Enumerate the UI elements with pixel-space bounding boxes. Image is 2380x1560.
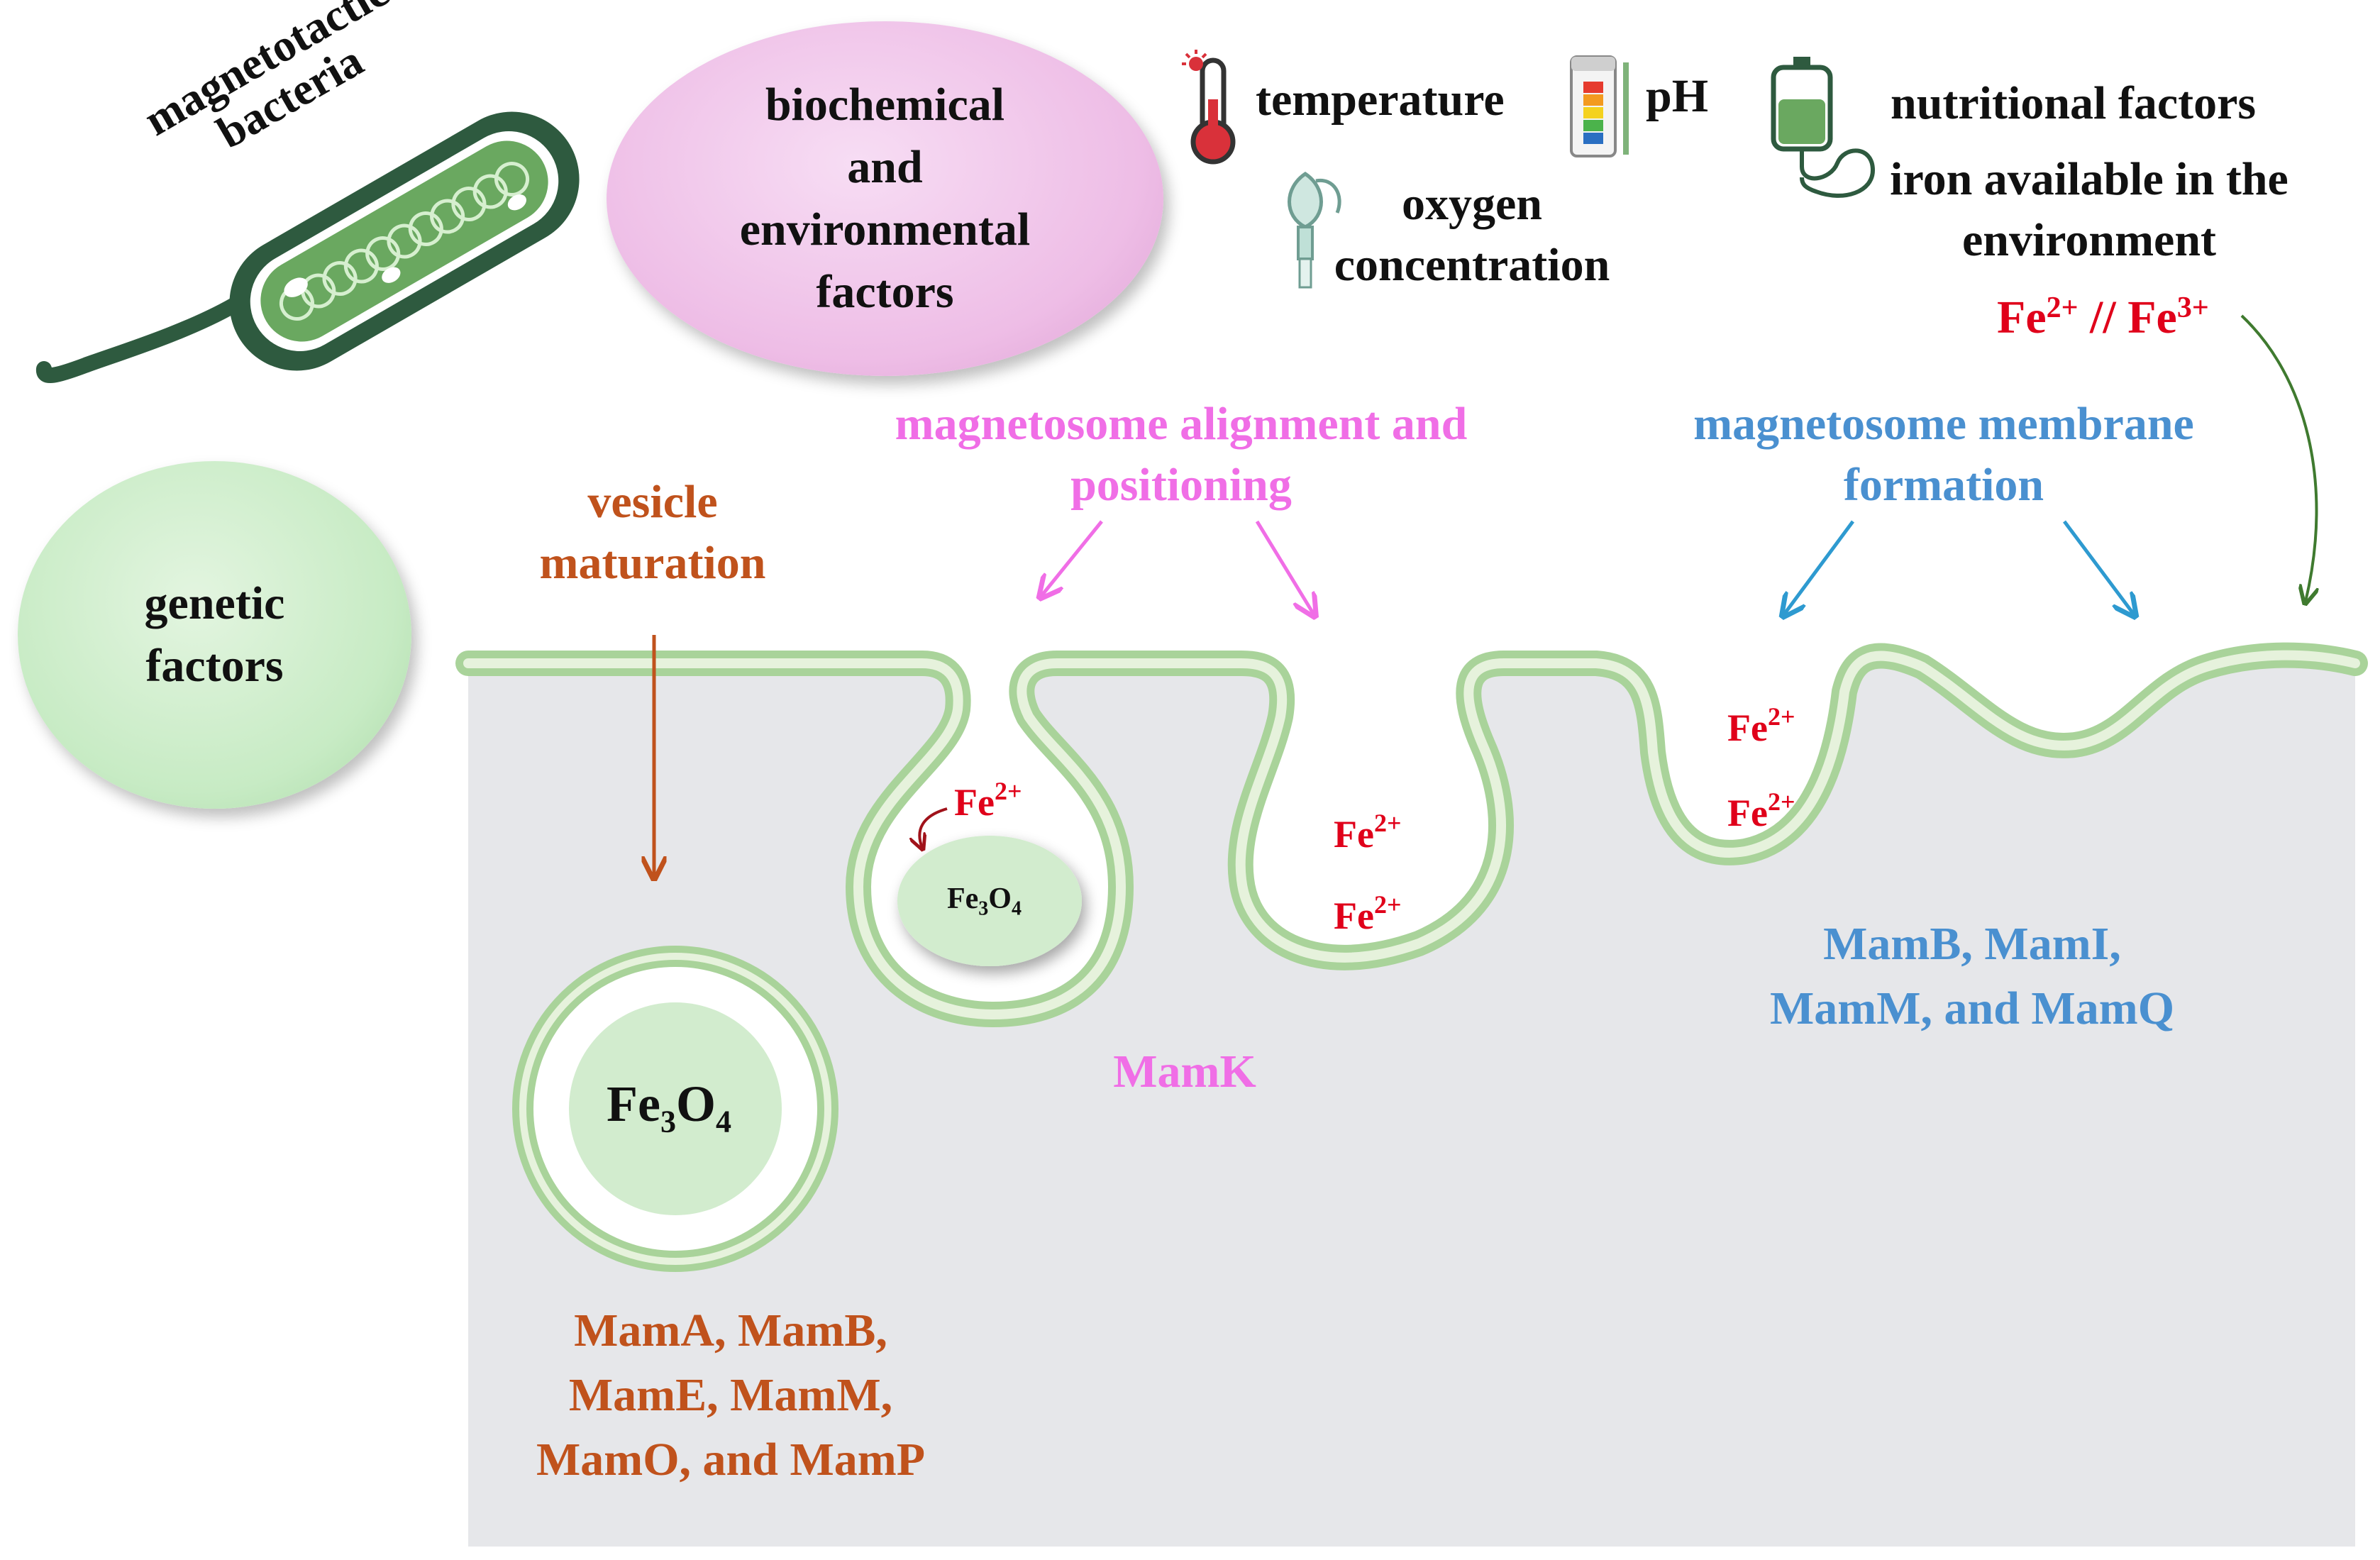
genetic-factors-label: genetic factors <box>144 577 285 692</box>
mature-vesicle-membrane-inner <box>519 953 831 1265</box>
iron-available-label: iron available in the environment <box>1890 153 2288 266</box>
temperature-label: temperature <box>1256 74 1505 126</box>
fe-ion-pit-1a: Fe2+ <box>1334 809 1402 856</box>
ph-strip-icon <box>1570 55 1629 157</box>
ph-label: pH <box>1646 70 1709 122</box>
fe2-charge: 2+ <box>2046 292 2079 324</box>
fe-ion-pit-2b: Fe2+ <box>1727 787 1795 834</box>
alignment-label: magnetosome alignment and positioning <box>895 398 1468 511</box>
iron-separator: // <box>2078 292 2128 343</box>
cell-membrane-inner <box>463 650 2360 1020</box>
biochemical-factors-bubble: biochemical and environmental factors <box>607 21 1163 376</box>
genetic-factors-bubble: genetic factors <box>18 461 411 809</box>
membrane-proteins-label: MamB, MamI, MamM, and MamQ <box>1769 918 2175 1035</box>
iron-species-label: Fe2+ // Fe3+ <box>1997 291 2209 345</box>
vesicle-maturation-label: vesicle maturation <box>539 476 766 589</box>
fe2-symbol: Fe <box>1997 292 2047 343</box>
alignment-arrow-left <box>1041 520 1103 596</box>
oxygen-label: oxygen concentration <box>1334 178 1610 291</box>
fe-ion-vesicle: Fe2+ <box>954 777 1022 824</box>
fe3-symbol: Fe <box>2127 292 2177 343</box>
mature-crystal <box>569 1002 782 1215</box>
membrane-formation-label: magnetosome membrane formation <box>1693 398 2194 511</box>
biochemical-factors-label: biochemical and environmental factors <box>739 79 1031 318</box>
oxygen-mask-icon <box>1288 171 1341 289</box>
bacterium-icon <box>36 111 580 384</box>
iron-uptake-arrow <box>2240 314 2317 602</box>
fe-ion-pit-1b: Fe2+ <box>1334 890 1402 937</box>
nutritional-label: nutritional factors <box>1891 77 2257 129</box>
membrane-arrow-right <box>2062 520 2134 614</box>
membrane-arrow-left <box>1784 520 1855 614</box>
nascent-crystal <box>897 836 1082 966</box>
thermometer-icon <box>1182 50 1236 165</box>
iv-bag-icon <box>1771 57 1876 198</box>
fe3-charge: 3+ <box>2176 292 2209 324</box>
nascent-crystal-label: Fe3O4 <box>947 883 1022 920</box>
iron-crystal-arrow <box>919 807 948 848</box>
alignment-proteins-label: MamK <box>1113 1046 1256 1097</box>
fe-ion-pit-2a: Fe2+ <box>1727 702 1795 749</box>
alignment-arrow-right <box>1255 520 1314 614</box>
vesicle-proteins-label: MamA, MamB, MamE, MamM, MamO, and MamP <box>536 1305 926 1486</box>
mature-crystal-label: Fe3O4 <box>607 1075 731 1139</box>
